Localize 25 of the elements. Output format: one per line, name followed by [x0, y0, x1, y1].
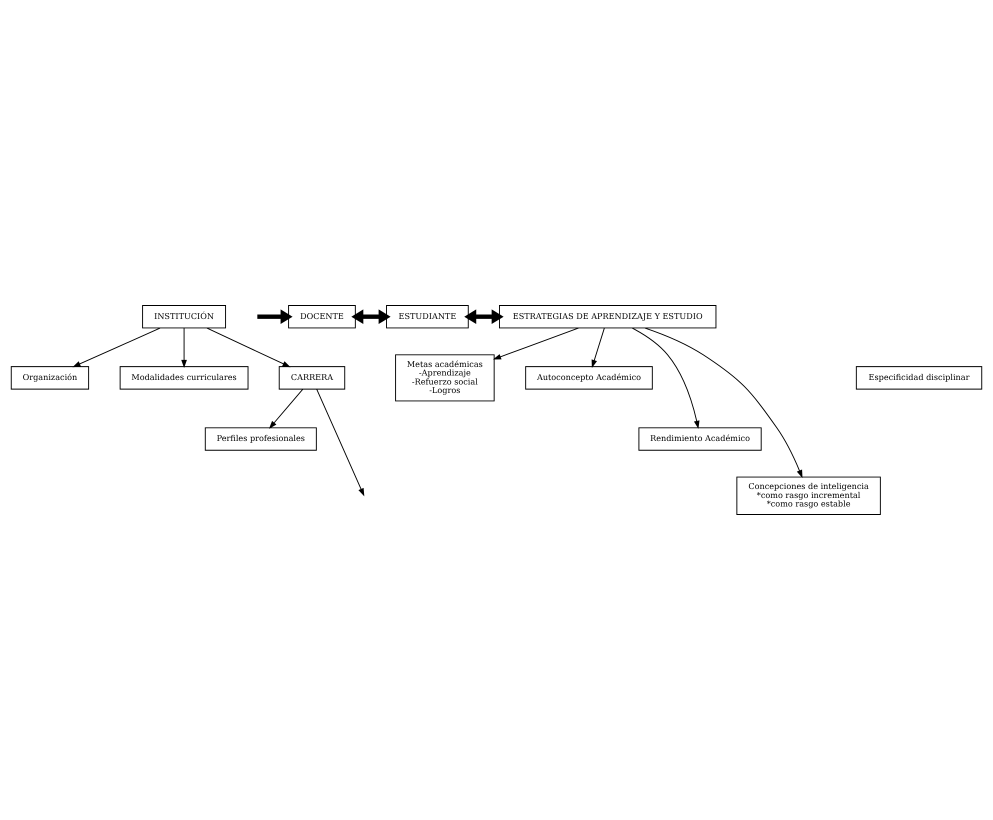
- node-box: ESTRATEGIAS DE APRENDIZAJE Y ESTUDIO: [499, 305, 716, 328]
- node-box: Organización: [10, 366, 90, 390]
- node-box: INSTITUCIÓN: [142, 305, 226, 328]
- arrow: [268, 388, 304, 429]
- node-box: CARRERA: [278, 366, 346, 390]
- node-box: ESTUDIANTE: [386, 305, 469, 328]
- arrow: [351, 309, 391, 324]
- arrow: [492, 328, 580, 360]
- node-box: Especificidad disciplinar: [856, 366, 982, 390]
- arrow: [181, 328, 187, 368]
- node-box: Rendimiento Académico: [638, 427, 762, 451]
- node-box: Concepciones de inteligencia *como rasgo incremental *como rasgo estable: [736, 476, 881, 515]
- node-box: Autoconcepto Académico: [525, 366, 653, 390]
- node-box: Perfiles profesionales: [204, 427, 317, 451]
- arrow: [632, 328, 700, 429]
- arrow: [206, 328, 291, 368]
- node-box: DOCENTE: [288, 305, 356, 328]
- arrow: [72, 328, 161, 368]
- arrow: [316, 388, 364, 496]
- node-box: Modalidades curriculares: [120, 366, 248, 390]
- node-box: Metas académicas -Aprendizaje -Refuerzo social -Logros: [395, 354, 495, 402]
- arrow: [257, 309, 293, 324]
- arrow: [464, 309, 504, 324]
- arrow: [592, 328, 605, 368]
- arrow: [644, 328, 802, 478]
